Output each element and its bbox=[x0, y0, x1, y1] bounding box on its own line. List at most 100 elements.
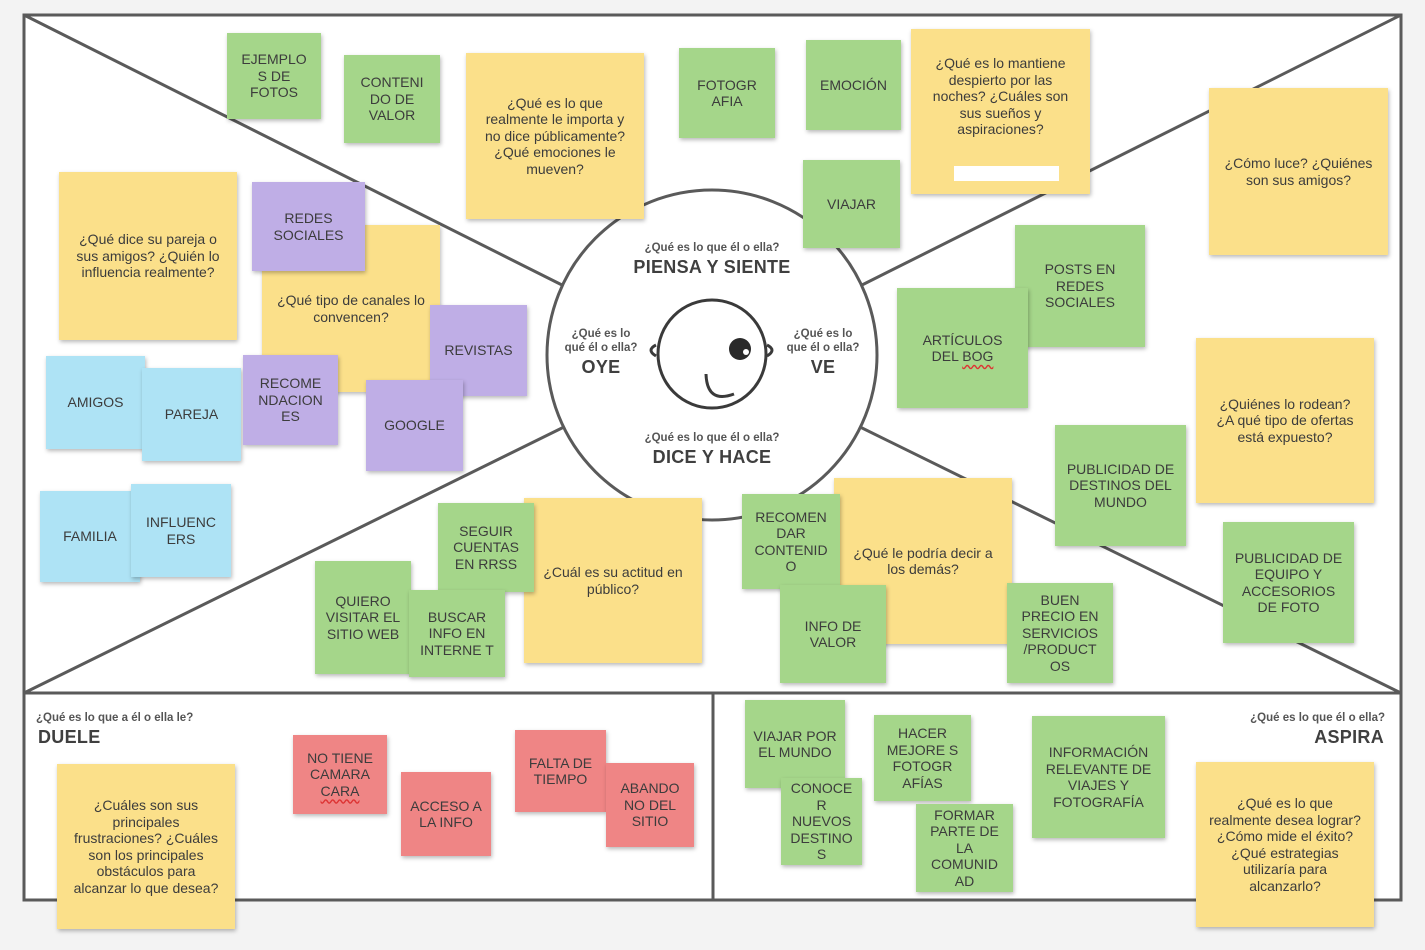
note-text-line: CARA bbox=[320, 782, 360, 799]
sticky-note[interactable]: POSTS EN REDES SOCIALES bbox=[1015, 225, 1145, 347]
ve-question-1: ¿Qué es lo bbox=[793, 328, 853, 340]
sticky-note[interactable]: FAMILIA bbox=[40, 491, 140, 582]
text-input-box bbox=[954, 166, 1059, 181]
note-text: PUBLICIDAD DE DESTINOS DEL MUNDO bbox=[1066, 460, 1175, 510]
sticky-note[interactable]: ¿Qué es lo que realmente le importa y no… bbox=[466, 53, 644, 219]
sticky-note[interactable]: INFO DE VALOR bbox=[780, 585, 886, 683]
piensa-title: PIENSA Y SIENTE bbox=[633, 257, 791, 277]
sticky-note[interactable]: REDES SOCIALES bbox=[252, 182, 365, 271]
duele-title: DUELE bbox=[38, 727, 101, 747]
ve-title: VE bbox=[810, 357, 836, 377]
sticky-note[interactable]: INFORMACIÓN RELEVANTE DE VIAJES Y FOTOGR… bbox=[1032, 716, 1165, 838]
sticky-note[interactable]: VIAJAR bbox=[803, 160, 900, 248]
note-text: AMIGOS bbox=[67, 394, 124, 411]
note-text: ¿Qué dice su pareja o sus amigos? ¿Quién… bbox=[76, 231, 220, 281]
note-text: ¿Qué es lo que realmente le importa y no… bbox=[484, 94, 626, 177]
note-text: VIAJAR POR EL MUNDO bbox=[753, 727, 837, 761]
sticky-note[interactable]: SEGUIR CUENTAS EN RRSS bbox=[438, 503, 534, 592]
note-text: EMOCIÓN bbox=[820, 76, 887, 93]
sticky-note[interactable]: ¿Qué dice su pareja o sus amigos? ¿Quién… bbox=[59, 172, 237, 340]
note-text: SEGUIR CUENTAS EN RRSS bbox=[453, 522, 519, 572]
dice-question: ¿Qué es lo que él o ella? bbox=[644, 432, 780, 444]
sticky-note[interactable]: VIAJAR POR EL MUNDO bbox=[745, 700, 845, 788]
sticky-note[interactable]: ¿Cuál es su actitud en público? bbox=[524, 498, 702, 663]
note-text: ¿Qué es lo mantiene despierto por las no… bbox=[932, 55, 1069, 138]
note-text: ¿Qué le podría decir a los demás? bbox=[853, 544, 993, 578]
note-text: FALTA DE TIEMPO bbox=[528, 754, 593, 788]
sticky-note[interactable]: ¿Qué es lo que realmente desea lograr? ¿… bbox=[1196, 762, 1374, 927]
note-text: GOOGLE bbox=[384, 417, 445, 434]
note-text: ¿Qué tipo de canales lo convencen? bbox=[277, 292, 425, 325]
note-text: EJEMPLO S DE FOTOS bbox=[241, 51, 307, 101]
note-text-line: DEL bbox=[931, 348, 963, 364]
sticky-note[interactable]: CONTENI DO DE VALOR bbox=[344, 55, 440, 143]
note-text: CONOCE R NUEVOS DESTINO S bbox=[790, 780, 853, 863]
note-text: ¿Cómo luce? ¿Quiénes son sus amigos? bbox=[1224, 155, 1373, 188]
note-text: ABANDO NO DEL SITIO bbox=[620, 780, 680, 830]
sticky-note[interactable]: ¿Cómo luce? ¿Quiénes son sus amigos? bbox=[1209, 88, 1388, 255]
sticky-note[interactable]: GOOGLE bbox=[366, 380, 463, 471]
sticky-note[interactable]: FALTA DE TIEMPO bbox=[515, 730, 606, 812]
sticky-note[interactable]: ABANDO NO DEL SITIO bbox=[606, 763, 694, 847]
note-text: RECOMEN DAR CONTENID O bbox=[754, 508, 828, 575]
sticky-note[interactable]: PUBLICIDAD DE EQUIPO Y ACCESORIOS DE FOT… bbox=[1223, 522, 1354, 643]
note-text: FOTOGR AFIA bbox=[697, 76, 757, 110]
note-text: POSTS EN REDES SOCIALES bbox=[1044, 261, 1116, 311]
oye-question-1: ¿Qué es lo bbox=[571, 328, 631, 340]
dice-title: DICE Y HACE bbox=[652, 447, 772, 467]
note-text: FORMAR PARTE DE LA COMUNID AD bbox=[930, 806, 999, 889]
sticky-note[interactable]: ¿Quiénes lo rodean? ¿A qué tipo de ofert… bbox=[1196, 338, 1374, 503]
sticky-note[interactable]: ACCESO A LA INFO bbox=[401, 772, 491, 856]
ve-question-2: que él o ella? bbox=[786, 342, 860, 354]
note-text: ¿Qué es lo que realmente desea lograr? ¿… bbox=[1209, 795, 1361, 894]
note-text: ¿Quiénes lo rodean? ¿A qué tipo de ofert… bbox=[1216, 395, 1354, 445]
note-text: RECOME NDACION ES bbox=[258, 375, 323, 425]
face-icon bbox=[649, 298, 774, 410]
aspira-title: ASPIRA bbox=[1314, 727, 1384, 747]
note-text: ACCESO A LA INFO bbox=[410, 797, 482, 831]
note-text: PUBLICIDAD DE EQUIPO Y ACCESORIOS DE FOT… bbox=[1234, 549, 1343, 616]
sticky-note[interactable]: BUSCAR INFO EN INTERNE T bbox=[409, 590, 505, 677]
note-text: BUSCAR INFO EN INTERNE T bbox=[420, 608, 494, 658]
sticky-note[interactable]: EJEMPLO S DE FOTOS bbox=[227, 33, 321, 119]
note-text: QUIERO VISITAR EL SITIO WEB bbox=[325, 592, 401, 642]
note-text: ¿Cuáles son sus principales frustracione… bbox=[73, 797, 219, 896]
oye-question-2: qué él o ella? bbox=[564, 342, 638, 354]
sticky-note[interactable]: ¿Cuáles son sus principales frustracione… bbox=[57, 764, 235, 929]
sticky-note[interactable]: RECOMEN DAR CONTENID O bbox=[742, 494, 840, 589]
note-text: BUEN PRECIO EN SERVICIOS /PRODUCT OS bbox=[1021, 591, 1099, 674]
note-text: INFLUENC ERS bbox=[145, 514, 216, 547]
duele-question: ¿Qué es lo que a él o ella le? bbox=[36, 712, 194, 724]
note-text-line: BOG bbox=[962, 348, 994, 364]
sticky-note[interactable]: PUBLICIDAD DE DESTINOS DEL MUNDO bbox=[1055, 425, 1186, 546]
sticky-note[interactable]: CONOCE R NUEVOS DESTINO S bbox=[781, 778, 862, 865]
sticky-note[interactable]: AMIGOS bbox=[46, 356, 145, 449]
sticky-note[interactable]: PAREJA bbox=[142, 368, 241, 461]
aspira-question: ¿Qué es lo que él o ella? bbox=[1250, 712, 1385, 724]
sticky-note[interactable]: BUEN PRECIO EN SERVICIOS /PRODUCT OS bbox=[1007, 583, 1113, 683]
oye-title: OYE bbox=[581, 357, 621, 377]
note-text: INFO DE VALOR bbox=[804, 617, 862, 651]
sticky-note[interactable]: FORMAR PARTE DE LA COMUNID AD bbox=[916, 804, 1013, 892]
note-text: REDES SOCIALES bbox=[273, 210, 344, 243]
sticky-note[interactable]: EMOCIÓN bbox=[806, 40, 901, 130]
note-text: ¿Cuál es su actitud en público? bbox=[543, 564, 683, 597]
sticky-note[interactable]: FOTOGR AFIA bbox=[679, 48, 775, 138]
note-text-line: ARTÍCULOS bbox=[922, 331, 1003, 348]
note-text: REVISTAS bbox=[444, 342, 513, 359]
note-text: CONTENI DO DE VALOR bbox=[360, 74, 424, 124]
sticky-note[interactable]: RECOME NDACION ES bbox=[243, 355, 338, 445]
note-text: INFORMACIÓN RELEVANTE DE VIAJES Y FOTOGR… bbox=[1045, 744, 1152, 810]
sticky-note[interactable]: INFLUENC ERS bbox=[131, 484, 231, 577]
note-text: PAREJA bbox=[164, 406, 219, 423]
sticky-note[interactable]: QUIERO VISITAR EL SITIO WEB bbox=[315, 561, 411, 674]
note-text: VIAJAR bbox=[826, 195, 876, 212]
note-text: HACER MEJORE S FOTOGR AFÍAS bbox=[886, 725, 959, 791]
note-text-line: NO TIENE CAMARA bbox=[307, 749, 373, 783]
sticky-note[interactable]: HACER MEJORE S FOTOGR AFÍAS bbox=[874, 715, 971, 801]
